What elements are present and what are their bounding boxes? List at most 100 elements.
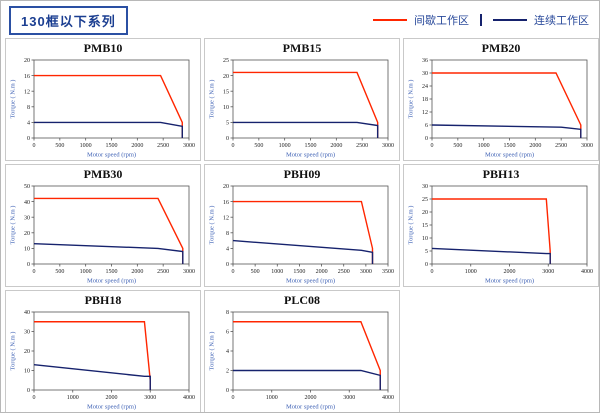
- page-header: 130框以下系列 间歇工作区 连续工作区: [1, 1, 599, 35]
- svg-text:2000: 2000: [504, 269, 516, 275]
- svg-text:2000: 2000: [305, 395, 317, 401]
- legend-line-continuous-icon: [493, 19, 527, 21]
- svg-text:Torque ( N.m ): Torque ( N.m ): [209, 80, 216, 119]
- svg-text:3000: 3000: [581, 143, 593, 149]
- svg-text:20: 20: [24, 58, 30, 64]
- svg-text:4: 4: [226, 349, 229, 355]
- svg-text:4000: 4000: [183, 395, 195, 401]
- svg-text:0: 0: [226, 136, 229, 142]
- svg-text:1000: 1000: [465, 269, 477, 275]
- svg-text:20: 20: [223, 74, 229, 80]
- legend-divider: [480, 14, 482, 26]
- svg-text:Motor speed (rpm): Motor speed (rpm): [286, 404, 335, 411]
- svg-text:500: 500: [55, 143, 64, 149]
- svg-text:8: 8: [27, 105, 30, 111]
- svg-text:16: 16: [24, 74, 30, 80]
- svg-text:5: 5: [425, 249, 428, 255]
- svg-text:2500: 2500: [356, 143, 368, 149]
- svg-text:Motor speed (rpm): Motor speed (rpm): [485, 278, 534, 285]
- legend-label-continuous: 连续工作区: [534, 15, 589, 27]
- svg-text:0: 0: [33, 395, 36, 401]
- svg-text:16: 16: [223, 200, 229, 206]
- svg-text:40: 40: [24, 310, 30, 316]
- svg-text:0: 0: [27, 388, 30, 394]
- svg-text:10: 10: [422, 236, 428, 242]
- svg-text:2500: 2500: [555, 143, 567, 149]
- page-title: 130框以下系列: [9, 5, 128, 35]
- svg-text:Motor speed (rpm): Motor speed (rpm): [87, 278, 136, 285]
- svg-text:3000: 3000: [183, 143, 195, 149]
- chart-title: PBH13: [482, 167, 520, 181]
- svg-text:1000: 1000: [279, 143, 291, 149]
- svg-text:2: 2: [226, 369, 229, 375]
- svg-text:1500: 1500: [305, 143, 317, 149]
- svg-text:30: 30: [24, 215, 30, 221]
- svg-text:2500: 2500: [157, 269, 169, 275]
- svg-text:30: 30: [24, 330, 30, 336]
- svg-text:0: 0: [425, 136, 428, 142]
- svg-text:0: 0: [431, 269, 434, 275]
- svg-text:2000: 2000: [330, 143, 342, 149]
- svg-text:0: 0: [425, 262, 428, 268]
- svg-text:2000: 2000: [131, 269, 143, 275]
- svg-text:20: 20: [422, 210, 428, 216]
- svg-text:2000: 2000: [529, 143, 541, 149]
- svg-text:2000: 2000: [131, 143, 143, 149]
- svg-text:Motor speed (rpm): Motor speed (rpm): [485, 152, 534, 159]
- svg-text:3000: 3000: [343, 395, 355, 401]
- svg-text:1500: 1500: [106, 143, 118, 149]
- svg-text:Motor speed (rpm): Motor speed (rpm): [87, 152, 136, 159]
- svg-text:10: 10: [24, 369, 30, 375]
- svg-text:Torque ( N.m ): Torque ( N.m ): [10, 80, 17, 119]
- svg-text:20: 20: [24, 231, 30, 237]
- chart-title: PBH09: [283, 167, 321, 181]
- legend-line-intermittent-icon: [373, 19, 407, 21]
- svg-text:12: 12: [223, 215, 229, 221]
- svg-text:6: 6: [226, 330, 229, 336]
- svg-text:Motor speed (rpm): Motor speed (rpm): [286, 278, 335, 285]
- svg-text:50: 50: [24, 184, 30, 190]
- svg-text:1000: 1000: [67, 395, 79, 401]
- svg-text:1500: 1500: [293, 269, 305, 275]
- svg-text:1000: 1000: [271, 269, 283, 275]
- svg-text:24: 24: [422, 84, 428, 90]
- chart-title: PMB15: [282, 41, 322, 55]
- svg-text:15: 15: [422, 223, 428, 229]
- svg-text:Torque ( N.m ): Torque ( N.m ): [10, 332, 17, 371]
- svg-text:40: 40: [24, 200, 30, 206]
- svg-text:500: 500: [251, 269, 260, 275]
- svg-text:30: 30: [422, 184, 428, 190]
- svg-text:36: 36: [422, 58, 428, 64]
- svg-text:0: 0: [226, 388, 229, 394]
- svg-text:30: 30: [422, 71, 428, 77]
- svg-text:3000: 3000: [542, 269, 554, 275]
- legend: 间歇工作区 连续工作区: [373, 12, 589, 28]
- svg-text:3000: 3000: [144, 395, 156, 401]
- svg-text:0: 0: [431, 143, 434, 149]
- svg-text:1000: 1000: [80, 143, 92, 149]
- chart-title: PBH18: [84, 293, 122, 307]
- svg-text:Torque ( N.m ): Torque ( N.m ): [408, 206, 415, 245]
- chart-title: PLC08: [284, 293, 320, 307]
- svg-text:0: 0: [27, 136, 30, 142]
- svg-text:2500: 2500: [157, 143, 169, 149]
- svg-text:2000: 2000: [106, 395, 118, 401]
- svg-text:8: 8: [226, 231, 229, 237]
- legend-label-intermittent: 间歇工作区: [414, 15, 469, 27]
- svg-text:5: 5: [226, 121, 229, 127]
- svg-text:2500: 2500: [338, 269, 350, 275]
- svg-text:12: 12: [422, 110, 428, 116]
- svg-text:1000: 1000: [266, 395, 278, 401]
- svg-text:2000: 2000: [316, 269, 328, 275]
- svg-text:10: 10: [223, 105, 229, 111]
